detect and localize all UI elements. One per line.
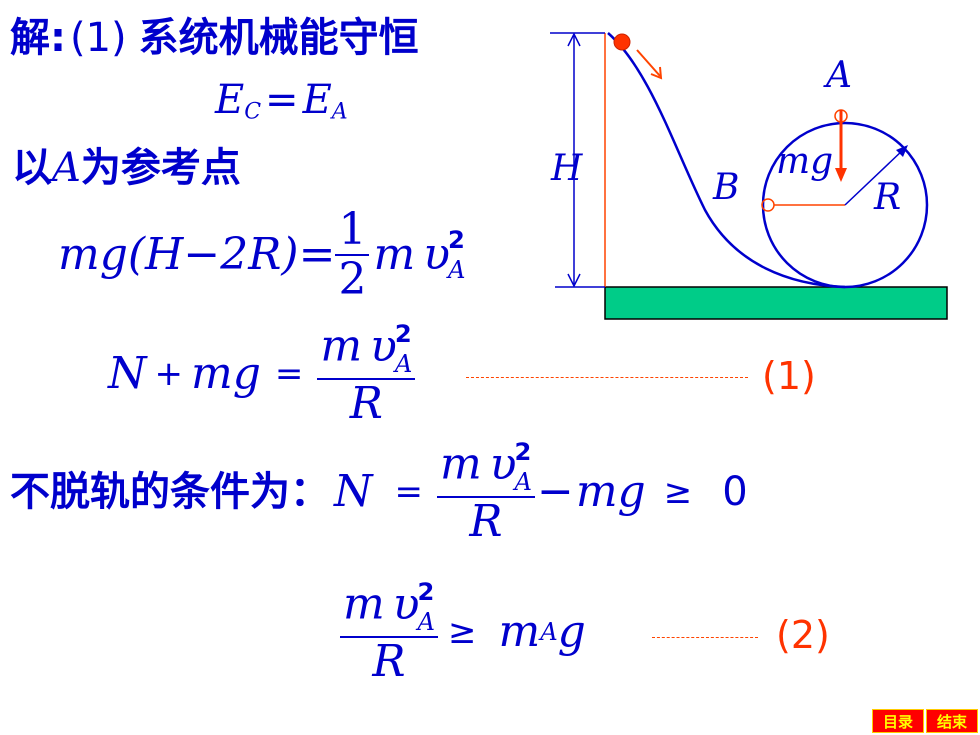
energy-conservation-equation: EC=EA xyxy=(215,80,348,124)
fraction-denominator: R xyxy=(349,378,383,430)
plus-sign: + xyxy=(154,354,184,395)
velocity-sup: 2 xyxy=(514,438,532,466)
zero-value: 0 xyxy=(722,469,748,516)
normal-force-symbol: N xyxy=(334,466,373,518)
velocity-sub: A xyxy=(417,608,435,637)
energy-equation-left: mg(H−2R)= xyxy=(58,229,336,280)
fraction-bar xyxy=(437,496,535,499)
label-h: H xyxy=(551,148,583,189)
velocity-symbol: υ xyxy=(392,578,420,630)
radius-arrow-head xyxy=(896,145,908,157)
velocity-sub: A xyxy=(514,468,532,497)
mass-symbol: m xyxy=(498,606,541,658)
point-b-marker xyxy=(761,198,775,212)
equation-1-tag: (1) xyxy=(762,354,816,398)
ball xyxy=(613,33,631,51)
weight-symbol: mg xyxy=(575,466,646,518)
mass-symbol: m xyxy=(343,578,385,630)
toc-button[interactable]: 目录 xyxy=(872,709,924,733)
minus-sign: − xyxy=(536,466,574,518)
normal-force-symbol: N xyxy=(108,348,147,400)
heading-text: 系统机械能守恒 xyxy=(138,15,419,61)
heading-prefix: 解 xyxy=(10,15,50,61)
eq-rhs: E xyxy=(302,77,332,123)
end-button[interactable]: 结束 xyxy=(926,709,978,733)
fraction-bar xyxy=(317,378,416,381)
fraction-numerator: 1 xyxy=(338,204,367,255)
gravity-arrow-head xyxy=(835,168,847,182)
point-a-marker xyxy=(834,109,848,123)
label-b: B xyxy=(713,167,740,208)
reference-pre: 以 xyxy=(12,145,52,191)
weight-symbol: mg xyxy=(191,348,261,400)
heading-colon: : xyxy=(50,15,66,61)
equation-2-tag: (2) xyxy=(776,613,830,657)
half-fraction: 1 2 xyxy=(335,204,370,305)
fraction-denominator: R xyxy=(469,496,503,548)
height-arrow-head-bottom xyxy=(567,273,581,288)
gravity-symbol: g xyxy=(557,606,586,658)
velocity-symbol: υ xyxy=(489,438,517,490)
equation-2-leader xyxy=(652,637,758,638)
reference-point-line: 以A为参考点 xyxy=(12,148,241,188)
fraction-bar xyxy=(335,254,370,256)
condition-label: 不脱轨的条件为： xyxy=(10,469,330,516)
eq-equals: = xyxy=(265,77,299,123)
mass-symbol: m xyxy=(373,229,416,280)
velocity-sub: A xyxy=(394,350,413,379)
fraction-bar xyxy=(340,636,438,639)
velocity-symbol: υ xyxy=(423,229,450,280)
heading-number: (1) xyxy=(70,15,127,61)
velocity-sup: 2 xyxy=(417,578,435,606)
mass-sub: A xyxy=(540,618,558,647)
mass-symbol: m xyxy=(320,320,363,372)
mass-symbol: m xyxy=(440,438,482,490)
velocity-sup: 2 xyxy=(447,225,465,254)
reference-post: 为参考点 xyxy=(80,145,241,191)
label-r: R xyxy=(874,177,902,218)
reference-var: A xyxy=(52,145,81,191)
label-mg: mg xyxy=(776,141,834,182)
motion-arrow-head xyxy=(650,66,663,80)
eq-lhs-sub: C xyxy=(244,99,262,125)
geq-sign: ≥ xyxy=(447,612,477,653)
fraction-denominator: R xyxy=(372,636,406,688)
motion-arrow-line xyxy=(636,49,661,77)
equation-1-leader xyxy=(466,377,748,378)
eq-rhs-sub: A xyxy=(331,99,348,125)
velocity-symbol: υ xyxy=(370,320,397,372)
height-arrow-head-top xyxy=(567,32,581,47)
ground-block xyxy=(604,286,948,320)
fraction-denominator: 2 xyxy=(338,254,367,305)
label-a: A xyxy=(826,55,852,96)
velocity-sub: A xyxy=(447,256,466,284)
solution-heading: 解:(1)系统机械能守恒 xyxy=(10,18,419,58)
equals-sign: = xyxy=(394,472,424,513)
geq-sign: ≥ xyxy=(663,472,693,513)
eq-lhs: E xyxy=(215,77,245,123)
equals-sign: = xyxy=(274,354,304,395)
velocity-sup: 2 xyxy=(394,320,412,348)
